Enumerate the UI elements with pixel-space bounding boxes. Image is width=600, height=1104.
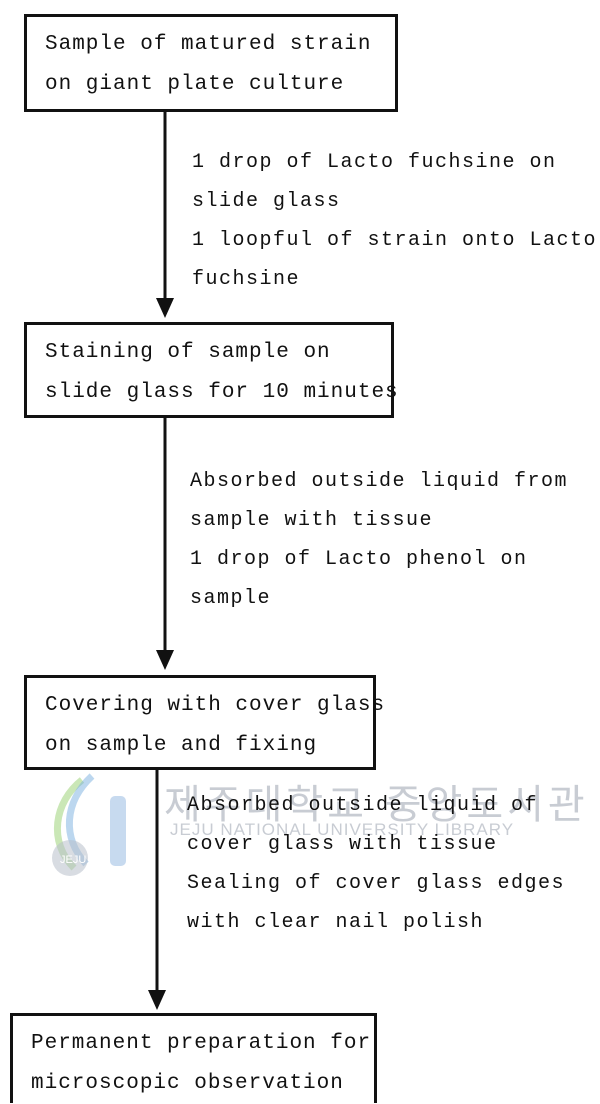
note-3-line-1: Absorbed outside liquid of [187,794,539,817]
step-2-line-1: Staining of sample on [45,341,331,364]
note-2-line-1: Absorbed outside liquid from [190,470,569,493]
flow-arrows [148,110,174,1010]
note-1: 1 drop of Lacto fuchsine on slide glass … [192,143,597,299]
note-3-line-4: with clear nail polish [187,911,485,934]
step-box-4: Permanent preparation for microscopic ob… [10,1013,377,1103]
note-1-line-3: 1 loopful of strain onto Lacto [192,229,598,252]
note-2-line-2: sample with tissue [190,509,434,532]
arrow-3-head [148,990,166,1010]
step-1-line-1: Sample of matured strain [45,33,372,56]
step-4-line-1: Permanent preparation for [31,1032,372,1055]
step-box-1: Sample of matured strain on giant plate … [24,14,398,112]
step-3-line-2: on sample and fixing [45,734,318,757]
note-1-line-1: 1 drop of Lacto fuchsine on [192,151,557,174]
note-3: Absorbed outside liquid of cover glass w… [187,786,565,942]
step-box-3: Covering with cover glass on sample and … [24,675,386,770]
note-1-line-2: slide glass [192,190,341,213]
note-1-line-4: fuchsine [192,268,301,291]
step-2-line-2: slide glass for 10 minutes [45,381,399,404]
note-3-line-3: Sealing of cover glass edges [187,872,566,895]
note-3-line-2: cover glass with tissue [187,833,498,856]
note-2-line-3: 1 drop of Lacto phenol on [190,548,528,571]
step-4-line-2: microscopic observation [31,1072,344,1095]
arrow-1-head [156,298,174,318]
arrow-2-head [156,650,174,670]
step-1-line-2: on giant plate culture [45,73,345,96]
step-box-2: Staining of sample on slide glass for 10… [24,322,399,418]
note-2: Absorbed outside liquid from sample with… [190,462,568,618]
note-2-line-4: sample [190,587,272,610]
step-3-line-1: Covering with cover glass [45,694,386,717]
